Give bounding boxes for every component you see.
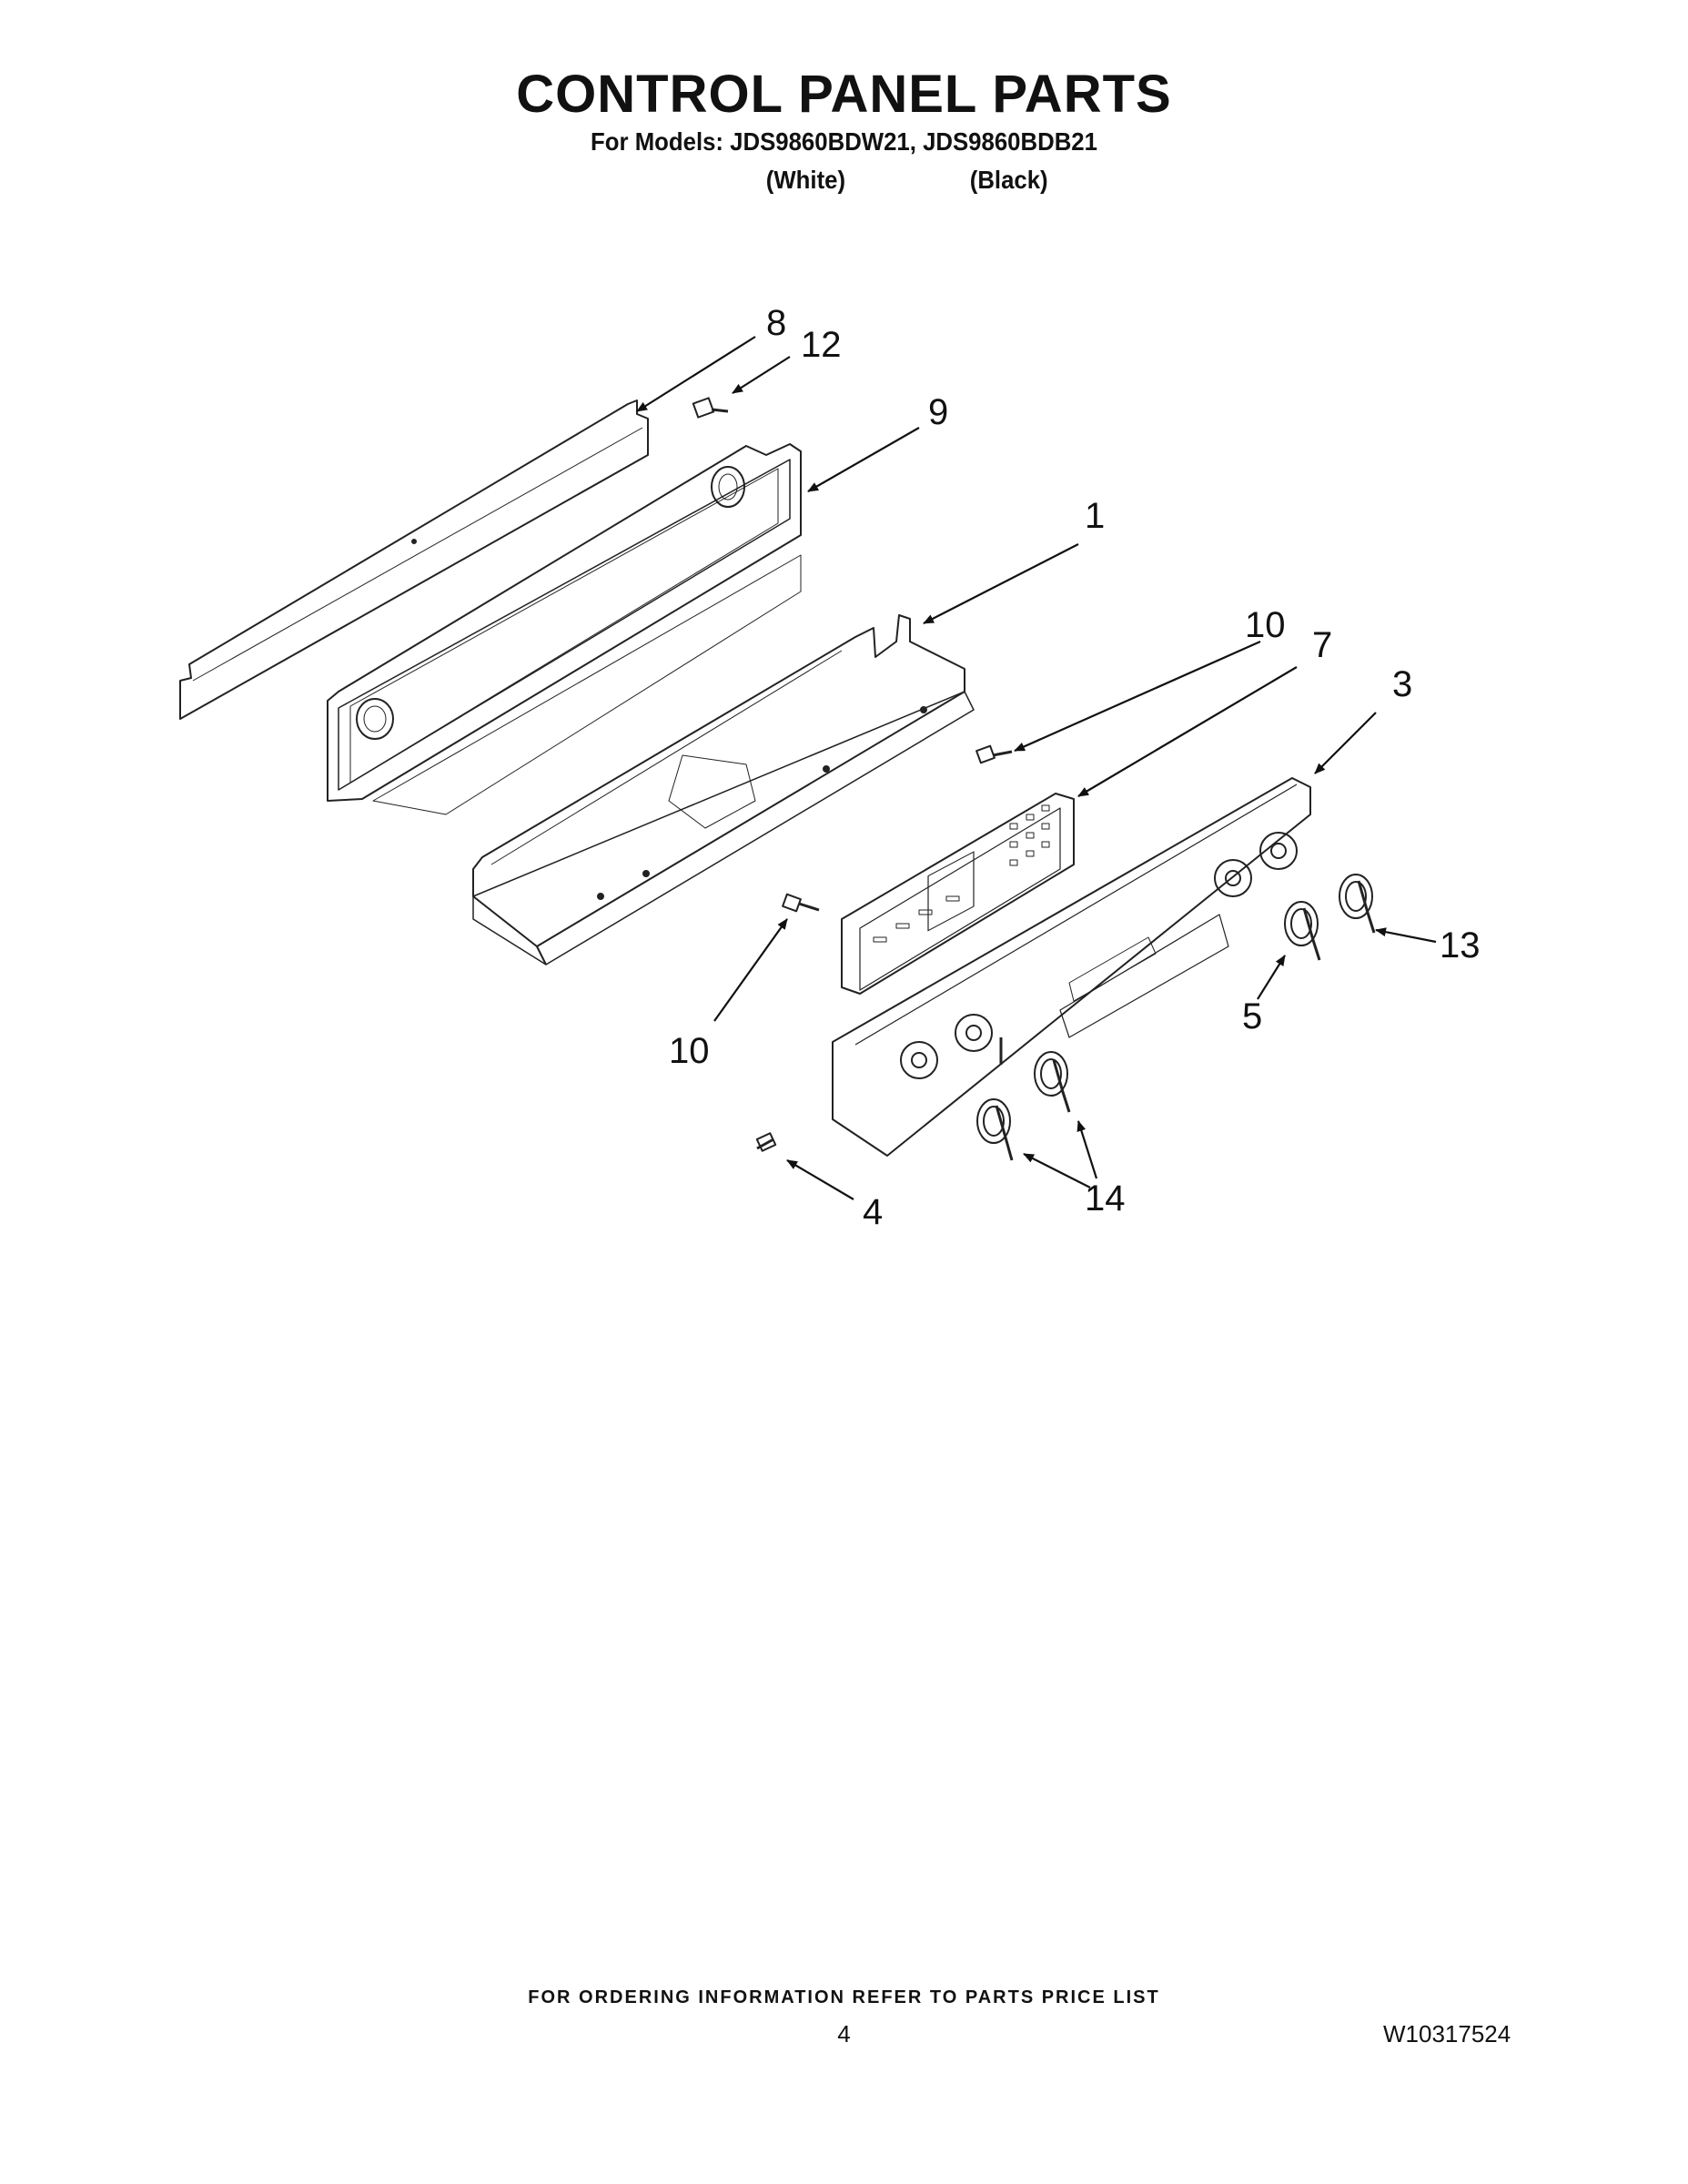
leader-5 (1257, 955, 1286, 1000)
leader-3 (1314, 712, 1377, 774)
part-10-screw-lower (782, 893, 820, 913)
callout-9: 9 (928, 392, 948, 432)
variant-black-label: (Black) (969, 166, 1048, 194)
part-4-screw (755, 1132, 777, 1152)
callout-14: 14 (1085, 1178, 1126, 1218)
part-7-control-board (841, 793, 1075, 995)
leader-10-upper (1014, 640, 1261, 753)
leader-1 (923, 543, 1079, 624)
leader-14-b (1076, 1120, 1098, 1179)
callout-10-lower: 10 (669, 1031, 710, 1071)
callout-3: 3 (1392, 664, 1412, 704)
callout-4: 4 (863, 1192, 883, 1232)
leader-8 (636, 336, 756, 412)
callout-5: 5 (1242, 996, 1262, 1036)
part-12-screw (692, 397, 729, 419)
leader-10-lower (713, 918, 788, 1022)
part-3-control-panel (832, 777, 1311, 1157)
leader-12 (732, 356, 791, 394)
leader-4 (786, 1159, 854, 1200)
callout-7: 7 (1312, 625, 1332, 665)
page-title: CONTROL PANEL PARTS (516, 65, 1172, 124)
document-number: W10317524 (1383, 2020, 1511, 2048)
leader-9 (807, 427, 920, 492)
part-9-rear-panel (327, 443, 802, 815)
exploded-parts-diagram: 8 12 9 1 10 7 3 13 5 10 4 14 (179, 303, 1481, 1232)
callout-8: 8 (766, 303, 786, 343)
leader-14-a (1023, 1153, 1091, 1188)
part-14-knobs (976, 1051, 1071, 1161)
callout-1: 1 (1085, 496, 1105, 536)
callout-13: 13 (1440, 925, 1481, 966)
variant-white-label: (White) (765, 166, 846, 194)
models-line: For Models: JDS9860BDW21, JDS9860BDB21 (591, 127, 1097, 156)
part-10-screw-upper (975, 744, 1013, 764)
callout-12: 12 (801, 325, 842, 365)
part-1-bracket (472, 614, 975, 966)
ordering-note: FOR ORDERING INFORMATION REFER TO PARTS … (528, 1987, 1160, 2007)
leader-7 (1077, 666, 1298, 797)
callout-10-upper: 10 (1245, 605, 1286, 645)
leader-13 (1375, 927, 1437, 944)
part-13-knob (1339, 874, 1376, 934)
page-number: 4 (837, 2020, 851, 2048)
part-5-knob (1284, 901, 1321, 961)
